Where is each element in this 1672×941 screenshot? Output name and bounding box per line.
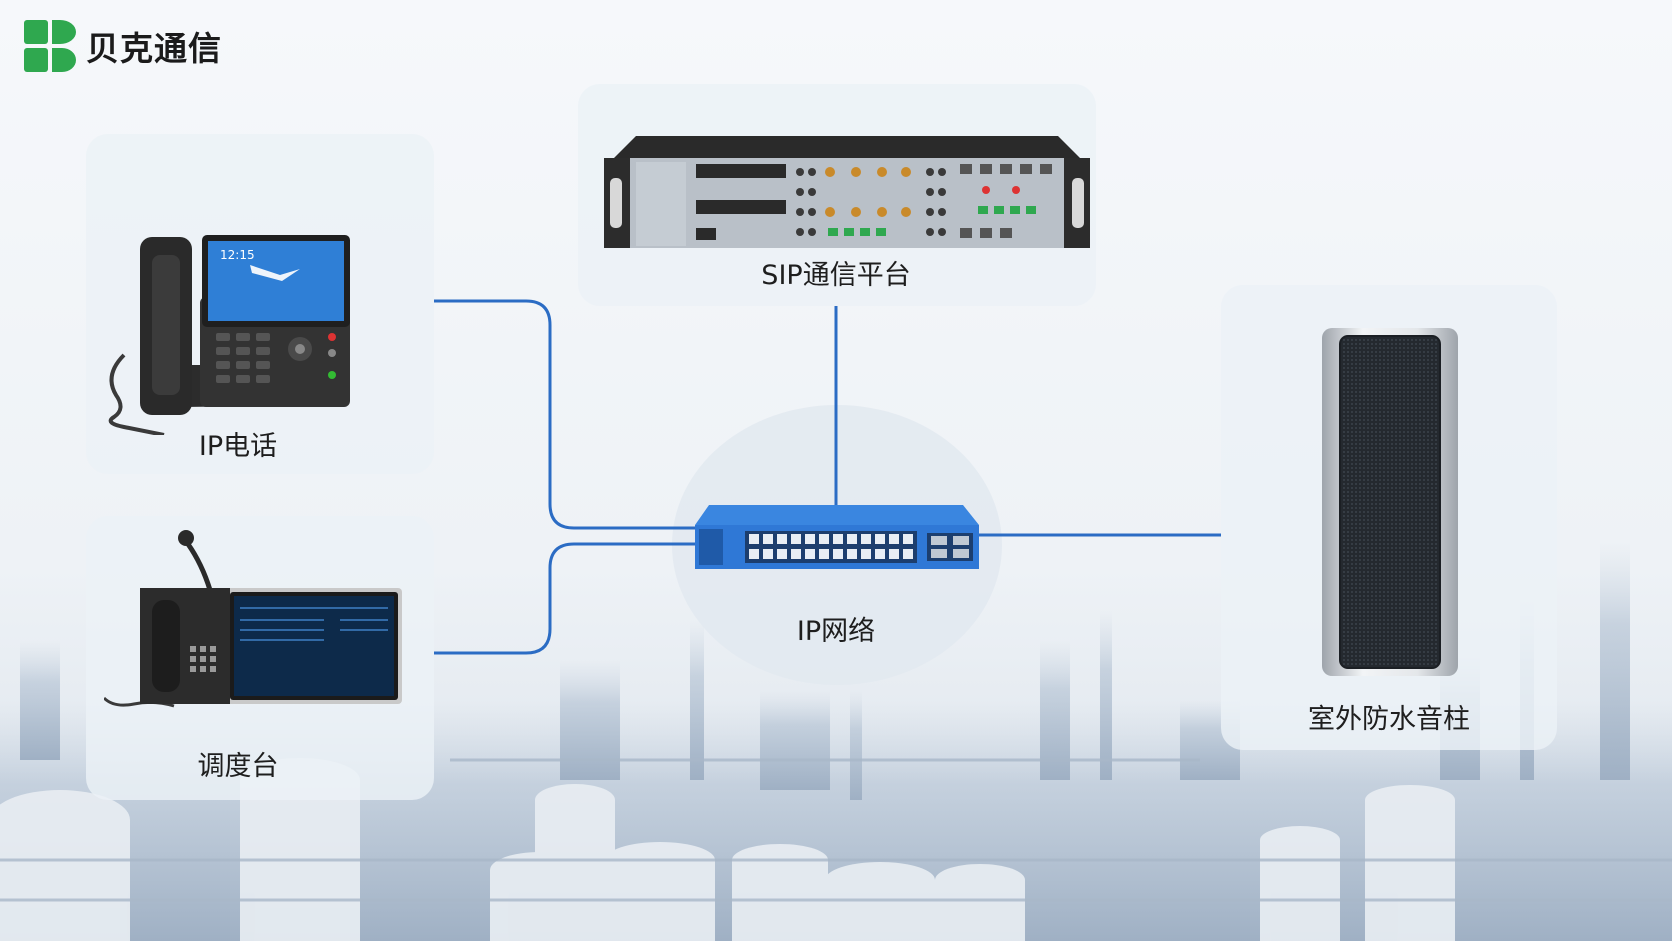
link-dispatch [434, 542, 700, 655]
brand-name: 贝克通信 [86, 29, 222, 68]
brand-logo: 贝克通信 [24, 20, 222, 72]
server-rack-icon [604, 136, 1090, 248]
brand-logo-icon [24, 20, 76, 72]
network-label: IP网络 [796, 616, 876, 647]
ip-phone-icon: 12:15 [108, 235, 350, 435]
network-switch-icon [695, 505, 979, 569]
link-ip-phone [434, 299, 700, 530]
speaker-label: 室外防水音柱 [1308, 704, 1470, 735]
ip-phone-label: IP电话 [198, 431, 278, 462]
phone-screen-time: 12:15 [220, 248, 255, 262]
dispatch-label: 调度台 [197, 751, 279, 782]
dispatch-console-icon [104, 530, 402, 708]
sip-platform-label: SIP通信平台 [761, 260, 911, 291]
column-speaker-icon [1322, 328, 1458, 676]
